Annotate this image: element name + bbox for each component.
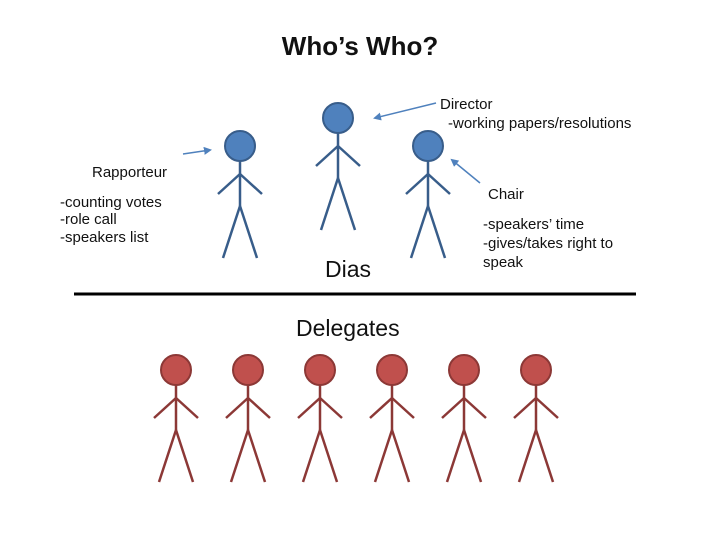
left-arm [441, 397, 465, 419]
head [304, 354, 336, 386]
director-arrow [373, 102, 437, 121]
left-leg [319, 177, 340, 231]
dias-label: Dias [325, 256, 372, 282]
director-figure-icon [315, 102, 361, 231]
rapporteur-arrow [182, 146, 212, 155]
head [376, 354, 408, 386]
right-leg [318, 429, 339, 483]
left-arm [217, 173, 241, 195]
delegate-figures [153, 354, 559, 483]
right-leg [390, 429, 411, 483]
right-arm [239, 173, 263, 195]
left-arm [153, 397, 177, 419]
right-leg [238, 205, 259, 259]
head [224, 130, 256, 162]
left-leg [445, 429, 466, 483]
left-leg [301, 429, 322, 483]
right-leg [174, 429, 195, 483]
right-leg [534, 429, 555, 483]
head [412, 130, 444, 162]
delegate-figure-icon [153, 354, 199, 483]
head [322, 102, 354, 134]
rapporteur-figure-icon [217, 130, 263, 259]
delegate-figure-icon [369, 354, 415, 483]
chair-label: Chair [488, 186, 524, 203]
right-leg [426, 205, 447, 259]
delegate-figure-icon [225, 354, 271, 483]
chair-description: -speakers’ time -gives/takes right to sp… [483, 216, 614, 271]
delegates-label: Delegates [296, 315, 400, 341]
right-arm [319, 397, 343, 419]
left-arm [405, 173, 429, 195]
delegate-figure-icon [513, 354, 559, 483]
right-leg [462, 429, 483, 483]
right-arm [247, 397, 271, 419]
head [448, 354, 480, 386]
head [520, 354, 552, 386]
page-title: Who’s Who? [281, 31, 439, 61]
left-leg [409, 205, 430, 259]
left-arm [225, 397, 249, 419]
director-label: Director [440, 96, 493, 113]
delegate-figure-icon [441, 354, 487, 483]
head [160, 354, 192, 386]
left-arm [513, 397, 537, 419]
left-leg [157, 429, 178, 483]
delegate-figure-icon [297, 354, 343, 483]
right-leg [246, 429, 267, 483]
left-arm [297, 397, 321, 419]
right-arm [535, 397, 559, 419]
left-arm [315, 145, 339, 167]
right-arm [337, 145, 361, 167]
rapporteur-description: -counting votes -role call -speakers lis… [60, 194, 162, 246]
chair-arrow [450, 158, 481, 184]
right-arm [175, 397, 199, 419]
right-leg [336, 177, 357, 231]
left-leg [373, 429, 394, 483]
pointer-arrows [182, 102, 481, 184]
left-arm [369, 397, 393, 419]
left-leg [221, 205, 242, 259]
right-arm [391, 397, 415, 419]
right-arm [427, 173, 451, 195]
chair-figure-icon [405, 130, 451, 259]
left-leg [229, 429, 250, 483]
director-description: -working papers/resolutions [448, 115, 632, 132]
head [232, 354, 264, 386]
rapporteur-label: Rapporteur [92, 164, 168, 181]
right-arm [463, 397, 487, 419]
dias-figures [217, 102, 451, 259]
left-leg [517, 429, 538, 483]
